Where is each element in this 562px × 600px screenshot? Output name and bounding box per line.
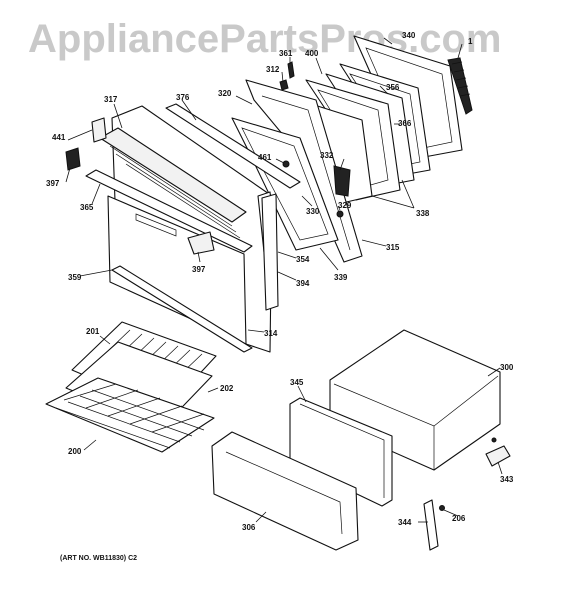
part-397-bracket-lower [187, 231, 215, 255]
label-365: 365 [80, 203, 94, 212]
label-330: 330 [306, 207, 320, 216]
part-441-clip [91, 117, 107, 143]
label-441: 441 [52, 133, 66, 142]
part-329-screw [336, 210, 344, 218]
label-339: 339 [334, 273, 348, 282]
label-359: 359 [68, 273, 82, 282]
label-361: 361 [279, 49, 293, 58]
part-343-drawer-glide [485, 445, 511, 467]
label-329: 329 [338, 201, 352, 210]
label-306: 306 [242, 523, 256, 532]
label-315: 315 [386, 243, 400, 252]
art-number: (ART NO. WB11830) C2 [60, 555, 137, 562]
part-312-screw [279, 79, 289, 91]
part-206-screw [439, 505, 445, 511]
label-300: 300 [500, 363, 514, 372]
label-340: 340 [402, 31, 416, 40]
label-314: 314 [264, 329, 278, 338]
label-397-upper: 397 [46, 179, 60, 188]
leader-lines [65, 37, 503, 523]
label-356: 356 [386, 83, 400, 92]
label-317: 317 [104, 95, 118, 104]
label-343: 343 [500, 475, 514, 484]
part-320-door-liner [245, 79, 363, 263]
part-359-bottom-trim [111, 265, 253, 353]
label-366: 366 [398, 119, 412, 128]
part-376-top-trim [165, 103, 301, 189]
part-361-screw [287, 61, 295, 79]
part-397-bracket-upper [65, 147, 81, 171]
label-461: 461 [258, 153, 272, 162]
part-200-oven-rack [45, 377, 215, 453]
part-343-screw [491, 437, 497, 443]
part-332-hinge [333, 165, 351, 197]
label-201: 201 [86, 327, 100, 336]
label-1: 1 [468, 37, 473, 46]
part-labels: 340 1 361 400 312 356 376 320 317 366 44… [46, 31, 514, 532]
part-461-screw [282, 160, 290, 168]
label-332: 332 [320, 151, 334, 160]
watermark-text: AppliancePartsPros.com [28, 17, 502, 61]
label-397-lower: 397 [192, 265, 206, 274]
label-320: 320 [218, 89, 232, 98]
label-312: 312 [266, 65, 280, 74]
part-344-bracket [423, 499, 439, 551]
label-354: 354 [296, 255, 310, 264]
label-400: 400 [305, 49, 319, 58]
part-317-door-top-vent [99, 127, 247, 223]
label-345: 345 [290, 378, 304, 387]
label-206: 206 [452, 514, 466, 523]
label-338: 338 [416, 209, 430, 218]
label-376: 376 [176, 93, 190, 102]
label-200: 200 [68, 447, 82, 456]
part-365-handle [85, 169, 253, 253]
part-394-side-trim [261, 193, 279, 311]
label-344: 344 [398, 518, 412, 527]
label-202: 202 [220, 384, 234, 393]
label-394: 394 [296, 279, 310, 288]
